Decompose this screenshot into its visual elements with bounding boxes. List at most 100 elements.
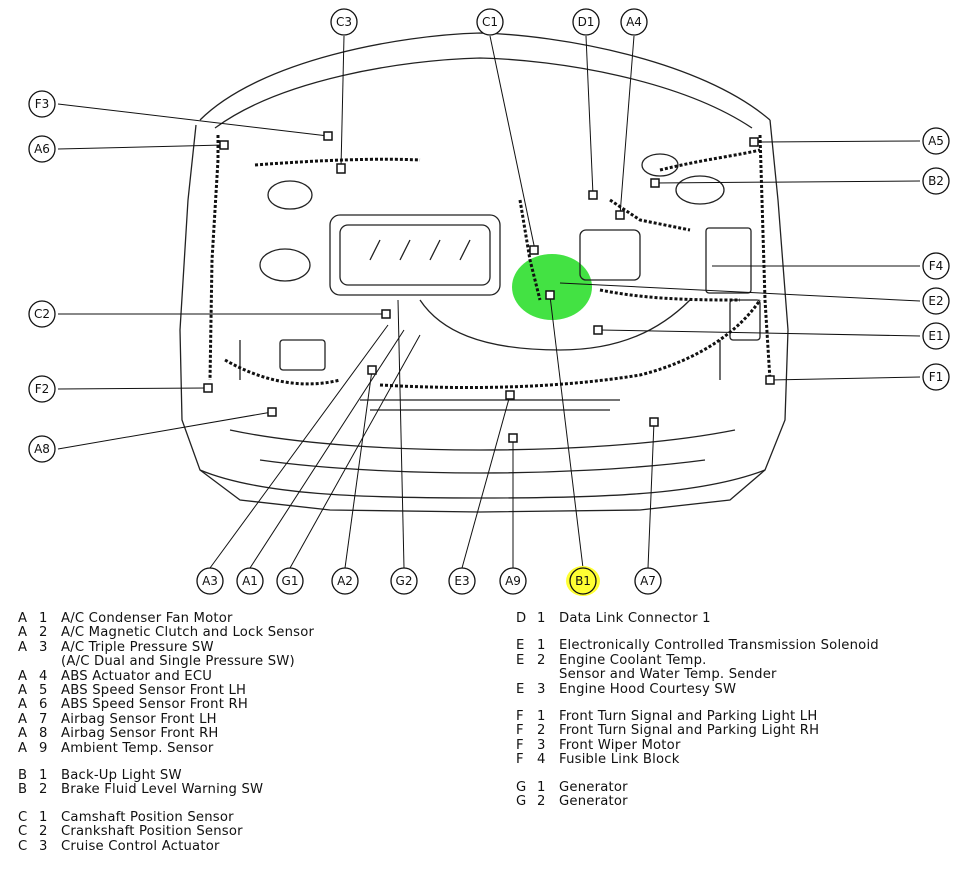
callout-c3: C3 <box>330 8 358 36</box>
legend-group: E <box>516 638 525 654</box>
wire-harness <box>208 134 772 390</box>
callout-text: A4 <box>626 15 642 29</box>
callout-text: B1 <box>575 574 591 588</box>
callout-text: C3 <box>336 15 352 29</box>
legend-number: 4 <box>537 752 546 768</box>
legend-number: 2 <box>39 824 48 840</box>
legend-group: A <box>18 639 28 655</box>
legend-group: A <box>18 625 28 641</box>
callout-f2: F2 <box>28 375 56 403</box>
legend-text: A/C Condenser Fan Motor <box>61 611 233 626</box>
legend-group: C <box>18 838 28 854</box>
legend-group: A <box>18 726 28 742</box>
legend-text: A/C Magnetic Clutch and Lock Sensor <box>61 625 315 641</box>
legend-group: C <box>18 824 28 840</box>
callout-text: C1 <box>482 15 498 29</box>
legend-group: A <box>18 611 28 626</box>
callout-text: F1 <box>929 370 944 384</box>
legend-item: (A/C Dual and Single Pressure SW) <box>18 654 488 670</box>
callout-text: B2 <box>928 174 944 188</box>
legend-number: 3 <box>537 681 546 697</box>
legend-gap <box>18 798 488 811</box>
callout-e1: E1 <box>922 322 950 350</box>
callout-text: C2 <box>34 307 50 321</box>
callout-text: A7 <box>640 574 656 588</box>
callout-text: A1 <box>242 574 258 588</box>
legend-number: 7 <box>39 711 48 727</box>
car-body-outline <box>179 32 789 513</box>
callout-text: A8 <box>34 442 50 456</box>
b1-callout-highlight <box>566 566 600 596</box>
legend-text: Front Turn Signal and Parking Light LH <box>559 709 818 725</box>
legend-number: 6 <box>39 697 48 713</box>
connector-markers <box>203 131 775 443</box>
callout-a7: A7 <box>634 567 662 595</box>
legend-text: Generator <box>559 779 628 795</box>
leader-lines <box>57 35 921 569</box>
callout-a9: A9 <box>499 567 527 595</box>
legend-text: Generator <box>559 794 628 810</box>
callout-a2: A2 <box>331 567 359 595</box>
callout-a3: A3 <box>196 567 224 595</box>
callout-f4: F4 <box>922 252 950 280</box>
legend-group: A <box>18 740 28 756</box>
legend-text: Cruise Control Actuator <box>61 838 220 854</box>
legend-group: B <box>18 782 28 798</box>
legend-group: E <box>516 652 525 668</box>
legend-text: Ambient Temp. Sensor <box>61 740 214 756</box>
callout-c2: C2 <box>28 300 56 328</box>
legend-number: 8 <box>39 726 48 742</box>
legend-text: (A/C Dual and Single Pressure SW) <box>61 654 295 670</box>
legend-number: 2 <box>537 794 546 810</box>
legend-number: 1 <box>537 779 546 795</box>
legend-text: ABS Speed Sensor Front LH <box>61 683 247 699</box>
legend-text: ABS Speed Sensor Front RH <box>61 697 248 713</box>
legend-group: C <box>18 809 28 825</box>
callout-e2: E2 <box>922 287 950 315</box>
legend-text: Electronically Controlled Transmission S… <box>559 638 879 654</box>
legend-group: E <box>516 681 525 697</box>
legend-group: A <box>18 668 28 684</box>
legend-number: 2 <box>537 652 546 668</box>
legend-group: F <box>516 723 524 739</box>
legend-group: A <box>18 711 28 727</box>
legend-text: Brake Fluid Level Warning SW <box>61 782 264 798</box>
legend-number: 9 <box>39 740 48 756</box>
legend-number: 1 <box>537 638 546 654</box>
legend-text: Camshaft Position Sensor <box>61 809 234 825</box>
legend-number: 2 <box>39 782 48 798</box>
legend-number: 3 <box>537 737 546 753</box>
callout-text: F4 <box>929 259 944 273</box>
legend-number: 3 <box>39 639 48 655</box>
callout-c1: C1 <box>476 8 504 36</box>
callout-text: A5 <box>928 134 944 148</box>
callout-d1: D1 <box>572 8 600 36</box>
legend-text: Crankshaft Position Sensor <box>61 824 243 840</box>
callout-text: A6 <box>34 142 50 156</box>
legend-number: 1 <box>39 611 48 626</box>
legend-group: B <box>18 768 28 784</box>
legend-number: 4 <box>39 668 48 684</box>
legend-text: Back-Up Light SW <box>61 768 182 784</box>
legend-number: 2 <box>537 723 546 739</box>
callout-e3: E3 <box>448 567 476 595</box>
legend-number: 2 <box>39 625 48 641</box>
